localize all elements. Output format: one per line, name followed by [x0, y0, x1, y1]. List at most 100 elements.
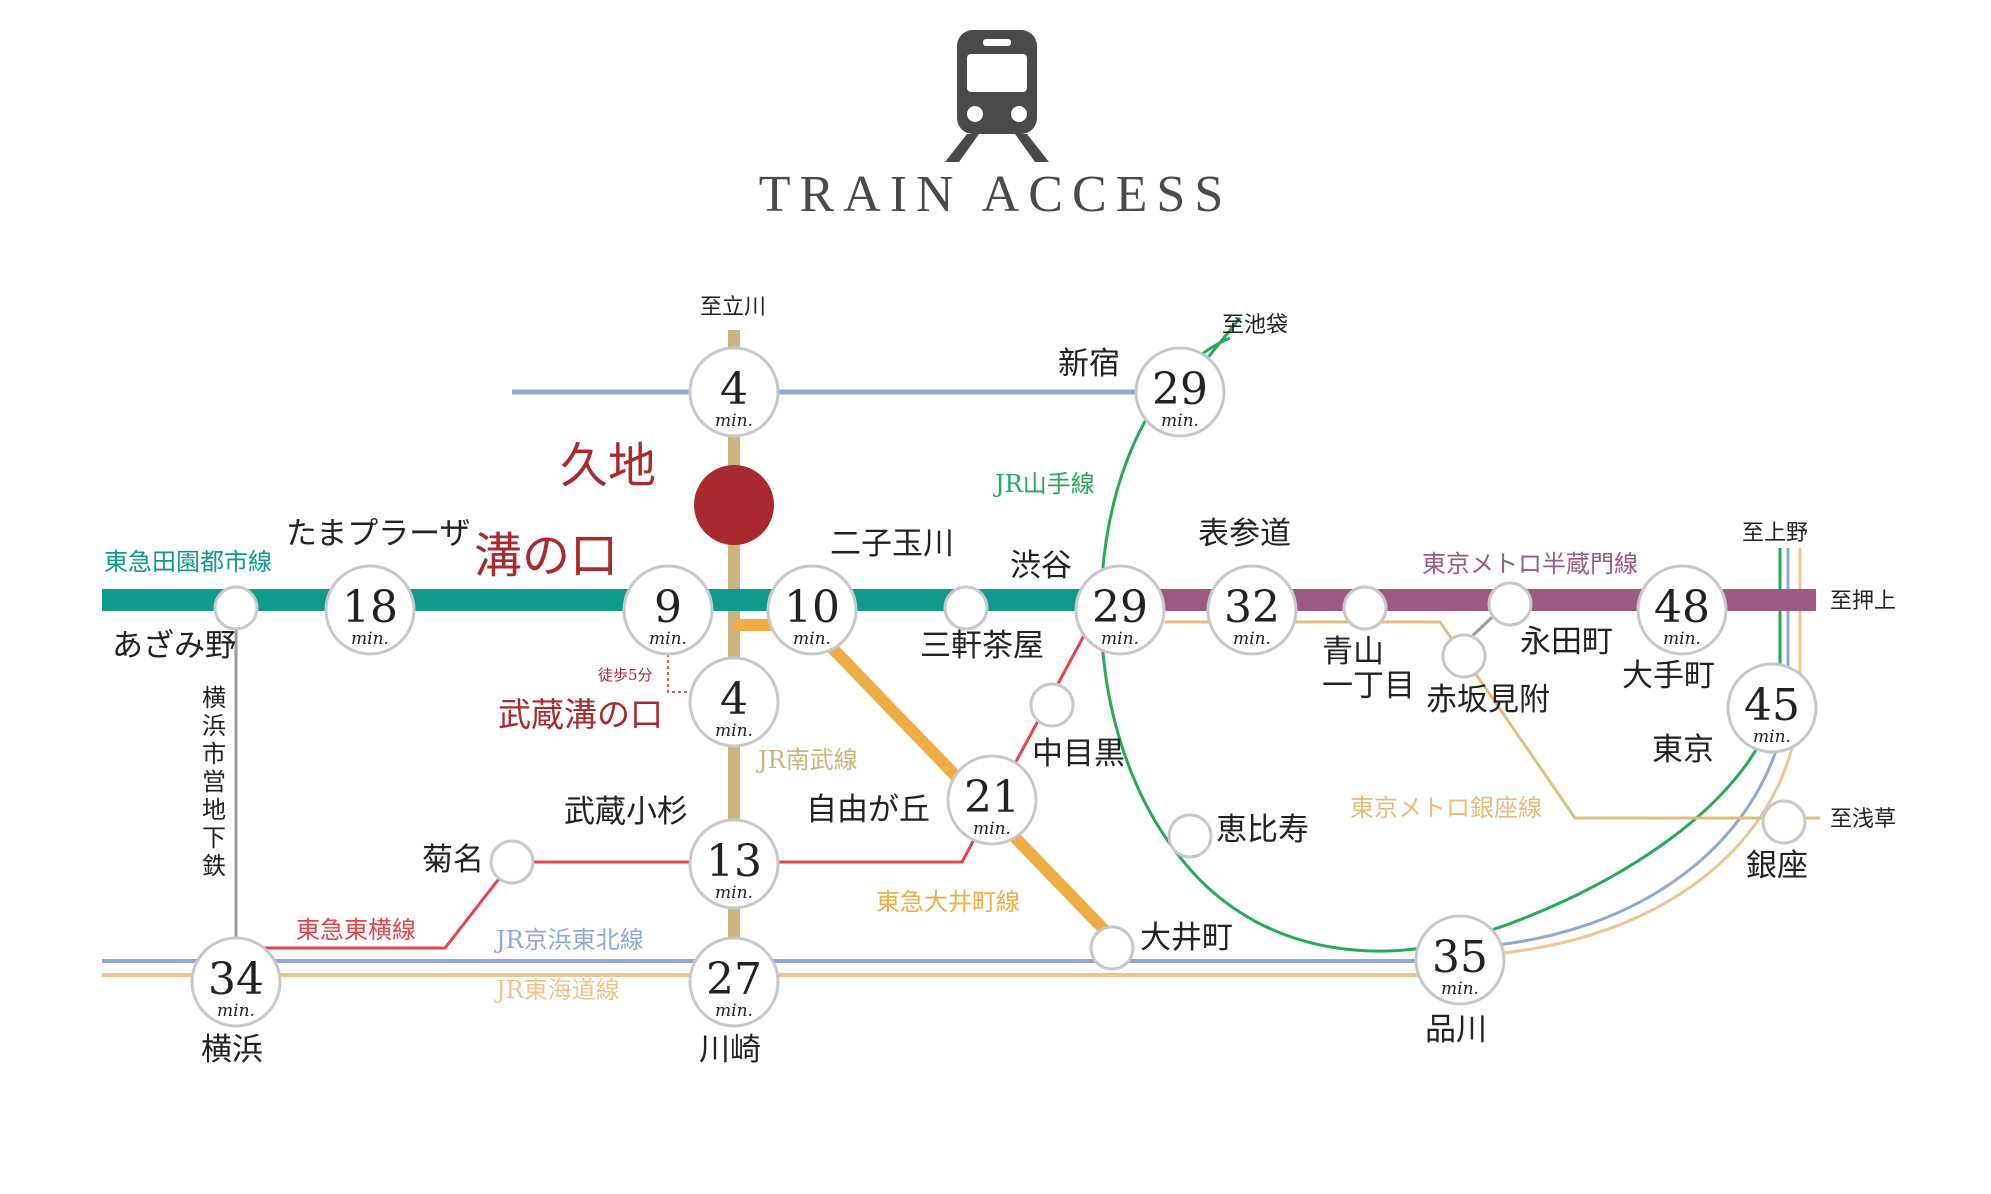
station-minutes: 10: [784, 582, 840, 633]
station-min-label: min.: [1161, 411, 1199, 431]
station-minutes: 45: [1744, 680, 1800, 731]
station-circle: [688, 656, 780, 748]
station-name-ebisu: 恵比寿: [1216, 812, 1309, 848]
station-name-oimachi: 大井町: [1140, 920, 1233, 956]
station-name-shibuya: 渋谷: [1010, 548, 1072, 584]
station-minutes: 34: [208, 954, 264, 1005]
station-circle: [1074, 564, 1166, 656]
station-circle: [1206, 564, 1298, 656]
station-circle: [688, 346, 780, 438]
walk-connector: [667, 624, 692, 693]
home-label-kuji: 久地: [560, 438, 656, 494]
station-minutes: 4: [720, 674, 748, 725]
station-minutes: 4: [720, 364, 748, 415]
station-name-futakotamagawa: 二子玉川: [830, 526, 954, 562]
dest-asakusa: 至浅草: [1830, 807, 1896, 832]
station-min-label: min.: [1233, 629, 1271, 649]
dest-ueno: 至上野: [1742, 521, 1808, 546]
station-name-aoyama-2: 一丁目: [1322, 668, 1415, 704]
station-circle: [190, 936, 282, 1028]
station-name-nakameguro: 中目黒: [1032, 736, 1125, 772]
station-min-label: min.: [351, 629, 389, 649]
station-name-ginza: 銀座: [1746, 848, 1808, 884]
station-minutes: 9: [654, 582, 682, 633]
station-circle: [324, 564, 416, 656]
home-label-musashi: 武蔵溝の口: [498, 695, 663, 734]
station-min-label: min.: [715, 883, 753, 903]
station-minutes: 21: [964, 772, 1020, 823]
page-title: TRAIN ACCESS: [758, 166, 1233, 223]
station-minutes: 29: [1152, 364, 1208, 415]
ginza-line: [1165, 620, 1820, 820]
station-min-label: min.: [715, 411, 753, 431]
station-name-shinjuku: 新宿: [1058, 346, 1120, 382]
line-label-subway: 横 浜 市 営 地 下 鉄: [202, 684, 234, 880]
line-label-hanzomon: 東京メトロ半蔵門線: [1422, 550, 1638, 578]
station-dot-azamino: [213, 585, 259, 631]
station-minutes: 29: [1092, 582, 1148, 633]
station-circle: [1134, 346, 1226, 438]
station-name-sangenjaya: 三軒茶屋: [920, 628, 1044, 664]
station-name-tamaplaza: たまプラーザ: [286, 516, 470, 552]
station-minutes: 48: [1654, 582, 1710, 633]
station-min-label: min.: [715, 1001, 753, 1021]
station-dot-nagatacho: [1487, 581, 1533, 627]
line-label-ginza: 東京メトロ銀座線: [1350, 794, 1542, 822]
station-min-label: min.: [973, 819, 1011, 839]
home-marker: [694, 465, 774, 545]
station-circle: [1726, 662, 1818, 754]
station-minutes: 18: [342, 582, 398, 633]
station-dot-oimachi: [1089, 925, 1135, 971]
station-min-label: min.: [1101, 629, 1139, 649]
station-name-nagatacho: 永田町: [1520, 624, 1613, 660]
station-dot-sangenjaya: [943, 585, 989, 631]
station-name-tokyo: 東京: [1652, 732, 1714, 768]
station-name-kikuna: 菊名: [422, 842, 484, 878]
dest-tachikawa: 至立川: [700, 295, 766, 320]
station-name-aoyama-1: 青山: [1322, 634, 1384, 670]
station-name-jiyugaoka: 自由が丘: [806, 792, 930, 828]
station-dot-kikuna: [489, 839, 535, 885]
station-min-label: min.: [793, 629, 831, 649]
station-name-akasakamitsuke: 赤坂見附: [1426, 682, 1550, 718]
station-min-label: min.: [1441, 979, 1479, 999]
station-circle: [622, 564, 714, 656]
station-name-otemachi: 大手町: [1622, 658, 1715, 694]
station-name-musashikosugi: 武蔵小杉: [564, 794, 688, 830]
station-circle: [766, 564, 858, 656]
station-minutes: 13: [706, 836, 762, 887]
station-dot-aoyama: [1342, 585, 1388, 631]
station-circle: [688, 818, 780, 910]
station-minutes: 32: [1224, 582, 1280, 633]
station-name-kawasaki: 川崎: [699, 1032, 761, 1068]
station-circle: [1636, 564, 1728, 656]
station-circle: [1414, 914, 1506, 1006]
station-dot-ginza: [1761, 799, 1807, 845]
station-name-omotesando: 表参道: [1198, 516, 1291, 552]
station-name-shinagawa: 品川: [1425, 1012, 1487, 1048]
line-label-toyoko: 東急東横線: [296, 916, 416, 944]
station-name-azamino: あざみ野: [112, 628, 236, 664]
line-label-oimachi: 東急大井町線: [876, 888, 1020, 916]
station-dot-akasakamitsuke: [1441, 633, 1487, 679]
line-label-denentoshi: 東急田園都市線: [104, 548, 272, 576]
station-minutes: 35: [1432, 932, 1488, 983]
station-circle: [688, 936, 780, 1028]
station-min-label: min.: [1753, 727, 1791, 747]
line-label-nambu: JR南武線: [755, 746, 858, 774]
station-min-label: min.: [1663, 629, 1701, 649]
